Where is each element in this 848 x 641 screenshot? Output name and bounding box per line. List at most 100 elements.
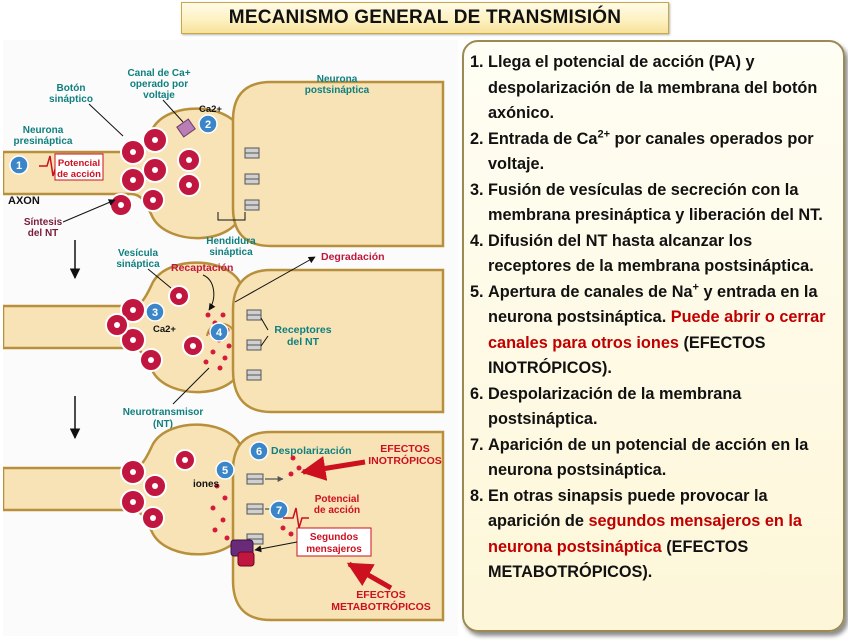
svg-text:sináptica: sináptica — [209, 247, 253, 258]
step-5: 5. Apertura de canales de Na+ y entrada … — [470, 281, 826, 377]
label-ca2-2: Ca2+ — [153, 324, 176, 335]
label-neurona-pre: Neurona — [23, 125, 64, 136]
label-potencial-2: Potencial — [315, 494, 360, 505]
svg-text:operado por: operado por — [130, 79, 188, 90]
label-axon: AXON — [8, 195, 40, 207]
svg-text:mensajeros: mensajeros — [306, 544, 362, 555]
vesicle — [120, 459, 146, 485]
steps-list: 1. Llega el potencial de acción (PA) y d… — [464, 42, 843, 586]
step-1: 1. Llega el potencial de acción (PA) y d… — [470, 53, 818, 122]
vesicle — [105, 313, 129, 337]
label-receptores: Receptores — [274, 324, 331, 336]
svg-text:voltaje: voltaje — [143, 90, 175, 101]
svg-text:presináptica: presináptica — [14, 136, 73, 147]
label-de-accion: de acción — [57, 169, 101, 180]
svg-text:sináptico: sináptico — [49, 94, 93, 105]
label-efectos-ino: EFECTOS — [380, 443, 429, 455]
label-recaptacion: Recaptación — [171, 262, 233, 274]
badge-6: 6 — [249, 441, 269, 461]
efectos-ino-arrow — [300, 456, 366, 481]
step-7: 7. Aparición de un potencial de acción e… — [470, 435, 809, 480]
step-4: 4. Difusión del NT hasta alcanzar los re… — [470, 231, 814, 276]
badge-1: 1 — [9, 155, 29, 175]
svg-text:7: 7 — [276, 505, 282, 517]
vesicle — [143, 474, 167, 498]
vesicle — [168, 285, 190, 307]
neurotransmitter-dots — [210, 455, 302, 541]
step-3: 3. Fusión de vesículas de secreción con … — [470, 180, 823, 225]
badge-4: 4 — [209, 322, 229, 342]
svg-text:(NT): (NT) — [153, 419, 173, 430]
calcium-channel — [176, 118, 196, 138]
vesicle — [141, 506, 165, 530]
receptor — [244, 147, 260, 159]
vesicle — [141, 188, 165, 212]
label-degradacion: Degradación — [321, 251, 385, 263]
svg-text:4: 4 — [216, 327, 223, 339]
svg-text:sináptica: sináptica — [116, 259, 160, 270]
step-2: 2. Entrada de Ca2+ por canales operados … — [470, 128, 814, 173]
label-segundos: Segundos — [310, 532, 359, 543]
svg-text:6: 6 — [256, 446, 262, 458]
vesicle — [120, 139, 146, 165]
vesicle — [174, 449, 196, 471]
vesicle — [109, 193, 133, 217]
label-boton: Botón — [57, 83, 86, 94]
svg-text:METABOTRÓPICOS: METABOTRÓPICOS — [331, 600, 431, 613]
label-neurona-post: Neurona — [317, 74, 358, 85]
receptor — [246, 503, 264, 515]
synapse-stage-1: Potencial de acción 1 2 Ca2+ Canal de Ca… — [1, 68, 445, 258]
action-potential-trace-2 — [283, 507, 309, 529]
receptor — [246, 309, 262, 321]
synapse-stage-3: 5 6 7 Despolarización iones EFECTOS INOT… — [1, 423, 445, 622]
receptor — [246, 473, 264, 485]
step-6: 6. Despolarización de la membrana postsi… — [470, 384, 742, 429]
receptor — [244, 173, 260, 185]
vesicle — [182, 335, 204, 357]
label-ca2-1: Ca2+ — [199, 104, 222, 115]
vesicle — [139, 348, 163, 372]
badge-3: 3 — [145, 302, 165, 322]
label-potencial: Potencial — [58, 158, 100, 169]
svg-text:3: 3 — [152, 307, 158, 319]
vesicle — [142, 127, 168, 153]
label-vesicula: Vesícula — [118, 248, 158, 259]
badge-5: 5 — [215, 460, 235, 480]
vesicle — [142, 157, 168, 183]
svg-text:1: 1 — [16, 160, 22, 172]
label-efectos-meta: EFECTOS — [356, 589, 405, 601]
badge-7: 7 — [269, 500, 289, 520]
receptor — [246, 533, 264, 545]
vesicle — [120, 489, 146, 515]
title-banner: MECANISMO GENERAL DE TRANSMISIÓN — [181, 2, 669, 34]
page-title: MECANISMO GENERAL DE TRANSMISIÓN — [228, 7, 622, 28]
step-8: 8. En otras sinapsis puede provocar la a… — [470, 486, 802, 582]
svg-text:del NT: del NT — [28, 228, 59, 239]
second-messenger-protein — [230, 539, 255, 567]
receptor — [246, 339, 262, 351]
svg-text:INOTRÓPICOS: INOTRÓPICOS — [368, 454, 442, 467]
svg-text:postsináptica: postsináptica — [305, 85, 370, 96]
label-hendidura: Hendidura — [206, 236, 256, 247]
vesicle — [177, 173, 201, 197]
synapse-diagram: Potencial de acción 1 2 Ca2+ Canal de Ca… — [1, 40, 458, 636]
badge-2: 2 — [198, 114, 218, 134]
svg-text:de acción: de acción — [314, 505, 360, 516]
synapse-stage-2: 3 4 Ca2+ Vesícula sináptica Recaptación … — [1, 248, 445, 430]
steps-panel: 1. Llega el potencial de acción (PA) y d… — [462, 40, 845, 632]
svg-text:5: 5 — [222, 465, 228, 477]
vesicle — [120, 297, 146, 323]
label-sintesis: Síntesis — [24, 217, 63, 228]
label-neurotransmisor: Neurotransmisor — [123, 407, 204, 418]
vesicle — [120, 167, 146, 193]
label-canal-ca: Canal de Ca+ — [127, 68, 190, 79]
label-iones: iones — [193, 479, 220, 490]
receptor — [244, 199, 260, 211]
label-despolarizacion: Despolarización — [271, 445, 352, 457]
vesicle — [177, 148, 201, 172]
svg-text:del NT: del NT — [287, 336, 320, 348]
svg-text:2: 2 — [205, 119, 211, 131]
receptor — [246, 369, 262, 381]
vesicle — [120, 327, 146, 353]
efectos-meta-arrow — [346, 561, 393, 591]
